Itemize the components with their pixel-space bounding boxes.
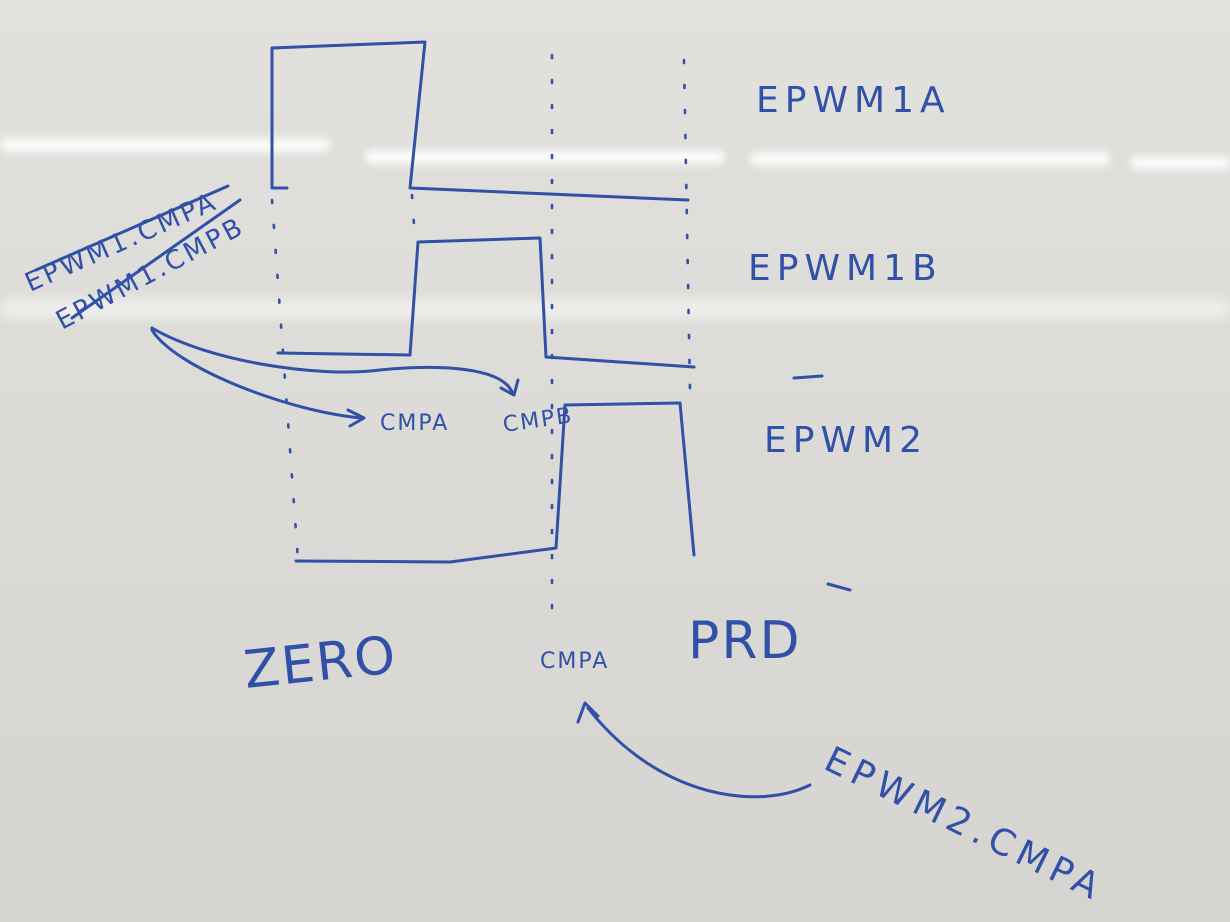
epwm1b-waveform bbox=[276, 236, 696, 369]
cmpa-arrow bbox=[150, 328, 364, 420]
epwm2-waveform bbox=[294, 401, 696, 564]
epwm1a-label: EPWM1A bbox=[756, 80, 951, 121]
epwm2-cmpa-arrowhead bbox=[576, 701, 600, 724]
ink-mark bbox=[826, 582, 852, 592]
epwm2-label: EPWM2 bbox=[764, 420, 928, 461]
cmpb-arrowhead bbox=[499, 378, 520, 397]
epwm2-cmpa-note: EPWM2.CMPA bbox=[818, 739, 1111, 910]
zero-guide-line bbox=[270, 198, 300, 562]
prd-label: PRD bbox=[688, 611, 802, 671]
prd-guide-line bbox=[682, 58, 692, 392]
cmpa-bottom-label: CMPA bbox=[540, 649, 609, 674]
zero-label: ZERO bbox=[241, 625, 400, 701]
cmpb-arrow bbox=[150, 326, 514, 394]
cmpb-note-underline bbox=[70, 198, 242, 320]
epwm2-cmpa-arrow bbox=[586, 706, 812, 799]
cmpa-guide-line-top bbox=[410, 193, 417, 242]
epwm1b-label: EPWM1B bbox=[748, 248, 943, 289]
ink-mark bbox=[792, 374, 824, 380]
epwm1a-waveform bbox=[270, 40, 690, 202]
cmpa-note-underline bbox=[34, 184, 230, 272]
cmpa-arrow-label: CMPA bbox=[380, 411, 449, 436]
cmpa-arrowhead bbox=[346, 408, 366, 428]
